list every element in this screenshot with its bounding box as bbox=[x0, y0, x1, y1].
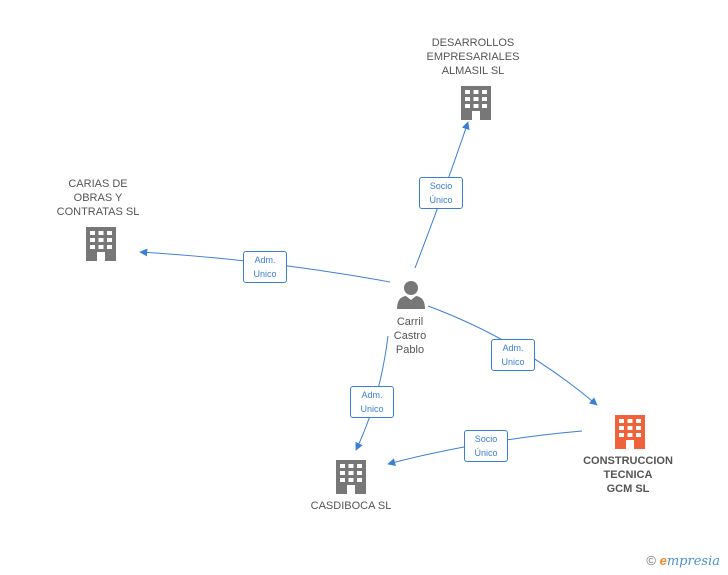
building-icon-highlight bbox=[615, 415, 645, 449]
person-icon bbox=[397, 281, 425, 309]
building-icon bbox=[86, 227, 116, 261]
edge-label-adm-unico: Adm. Unico bbox=[243, 251, 287, 283]
node-label-casdiboca[interactable]: CASDIBOCA SL bbox=[310, 500, 392, 512]
edge-label-socio-unico: Socio Único bbox=[464, 430, 508, 462]
node-label-person[interactable]: Carril Castro Pablo bbox=[393, 316, 427, 356]
node-label-desarrollos[interactable]: DESARROLLOS EMPRESARIALES ALMASIL SL bbox=[426, 37, 520, 77]
edge-label-adm-unico: Adm. Unico bbox=[350, 386, 394, 418]
footer-brand: © empresia bbox=[646, 553, 720, 569]
copyright-icon: © bbox=[646, 553, 656, 568]
brand-logo-e: e bbox=[659, 553, 667, 568]
edge-label-socio-unico: Socio Único bbox=[419, 177, 463, 209]
brand-name: mpresia bbox=[666, 554, 720, 569]
edge-label-adm-unico: Adm. Unico bbox=[491, 339, 535, 371]
building-icon bbox=[461, 86, 491, 120]
node-label-construccion[interactable]: CONSTRUCCION TECNICA GCM SL bbox=[583, 455, 673, 495]
node-label-carias[interactable]: CARIAS DE OBRAS Y CONTRATAS SL bbox=[56, 178, 140, 218]
building-icon bbox=[336, 460, 366, 494]
